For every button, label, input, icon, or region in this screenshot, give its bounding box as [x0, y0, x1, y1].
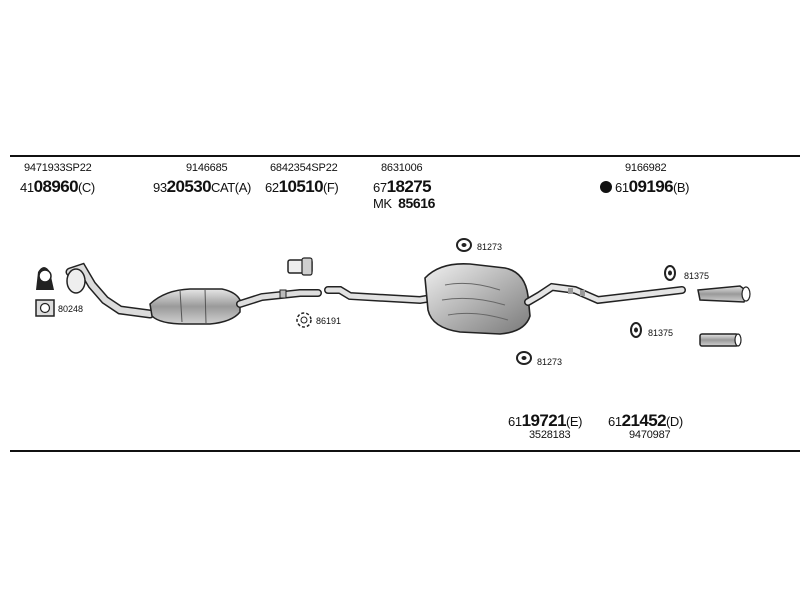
hardware-label-80248: 80248	[58, 304, 84, 314]
hardware-label-81273-top: 81273	[477, 242, 503, 252]
pipe-f-part-number: 6210510(F)	[265, 177, 339, 196]
hardware-label-81273-bottom: 81273	[537, 357, 563, 367]
tail-pipe-end-icon	[699, 333, 742, 347]
rubber-hanger-icon	[630, 322, 642, 338]
intermediate-pipe	[236, 289, 322, 308]
rubber-hanger-icon	[516, 351, 532, 365]
hardware-label-81375-bottom: 81375	[648, 328, 674, 338]
bottom-divider	[10, 450, 800, 452]
catalyst-part-number: 9320530CAT(A)	[153, 177, 251, 196]
hardware-label-81375-top: 81375	[684, 271, 710, 281]
part-e-ref: 3528183	[529, 429, 571, 441]
top-divider	[10, 155, 800, 157]
catalytic-converter	[149, 288, 241, 325]
hardware-label-86191: 86191	[316, 316, 342, 326]
tail-pipe	[524, 282, 686, 306]
front-pipe	[65, 262, 155, 319]
catalyst-ref: 9146685	[186, 162, 228, 174]
gasket-part-number: 4108960(C)	[20, 177, 95, 196]
pipe-f-ref: 6842354SP22	[270, 162, 338, 174]
bullet-icon	[600, 181, 612, 193]
bracket-ring-icon	[296, 312, 312, 328]
mounting-kit-number: MK 85616	[373, 195, 436, 211]
rubber-hanger-icon	[456, 238, 472, 252]
gasket-ref: 9471933SP22	[24, 162, 92, 174]
part-d-ref: 9470987	[629, 429, 671, 441]
part-e-number: 6119721(E)	[508, 411, 583, 430]
flange-plate-icon	[35, 299, 55, 317]
gasket-icon	[36, 267, 54, 290]
part-d-number: 6121452(D)	[608, 411, 683, 430]
middle-silencer-part-number: 6718275	[373, 177, 432, 196]
middle-silencer-ref: 8631006	[381, 162, 423, 174]
rubber-hanger-icon	[664, 265, 676, 281]
pipe-clamp-icon	[287, 257, 313, 276]
tail-tip-icon	[697, 285, 751, 303]
rear-silencer-ref: 9166982	[625, 162, 667, 174]
middle-pipe	[324, 286, 436, 305]
rear-silencer-part-number: 6109196(B)	[600, 178, 689, 195]
rear-silencer	[424, 262, 531, 335]
